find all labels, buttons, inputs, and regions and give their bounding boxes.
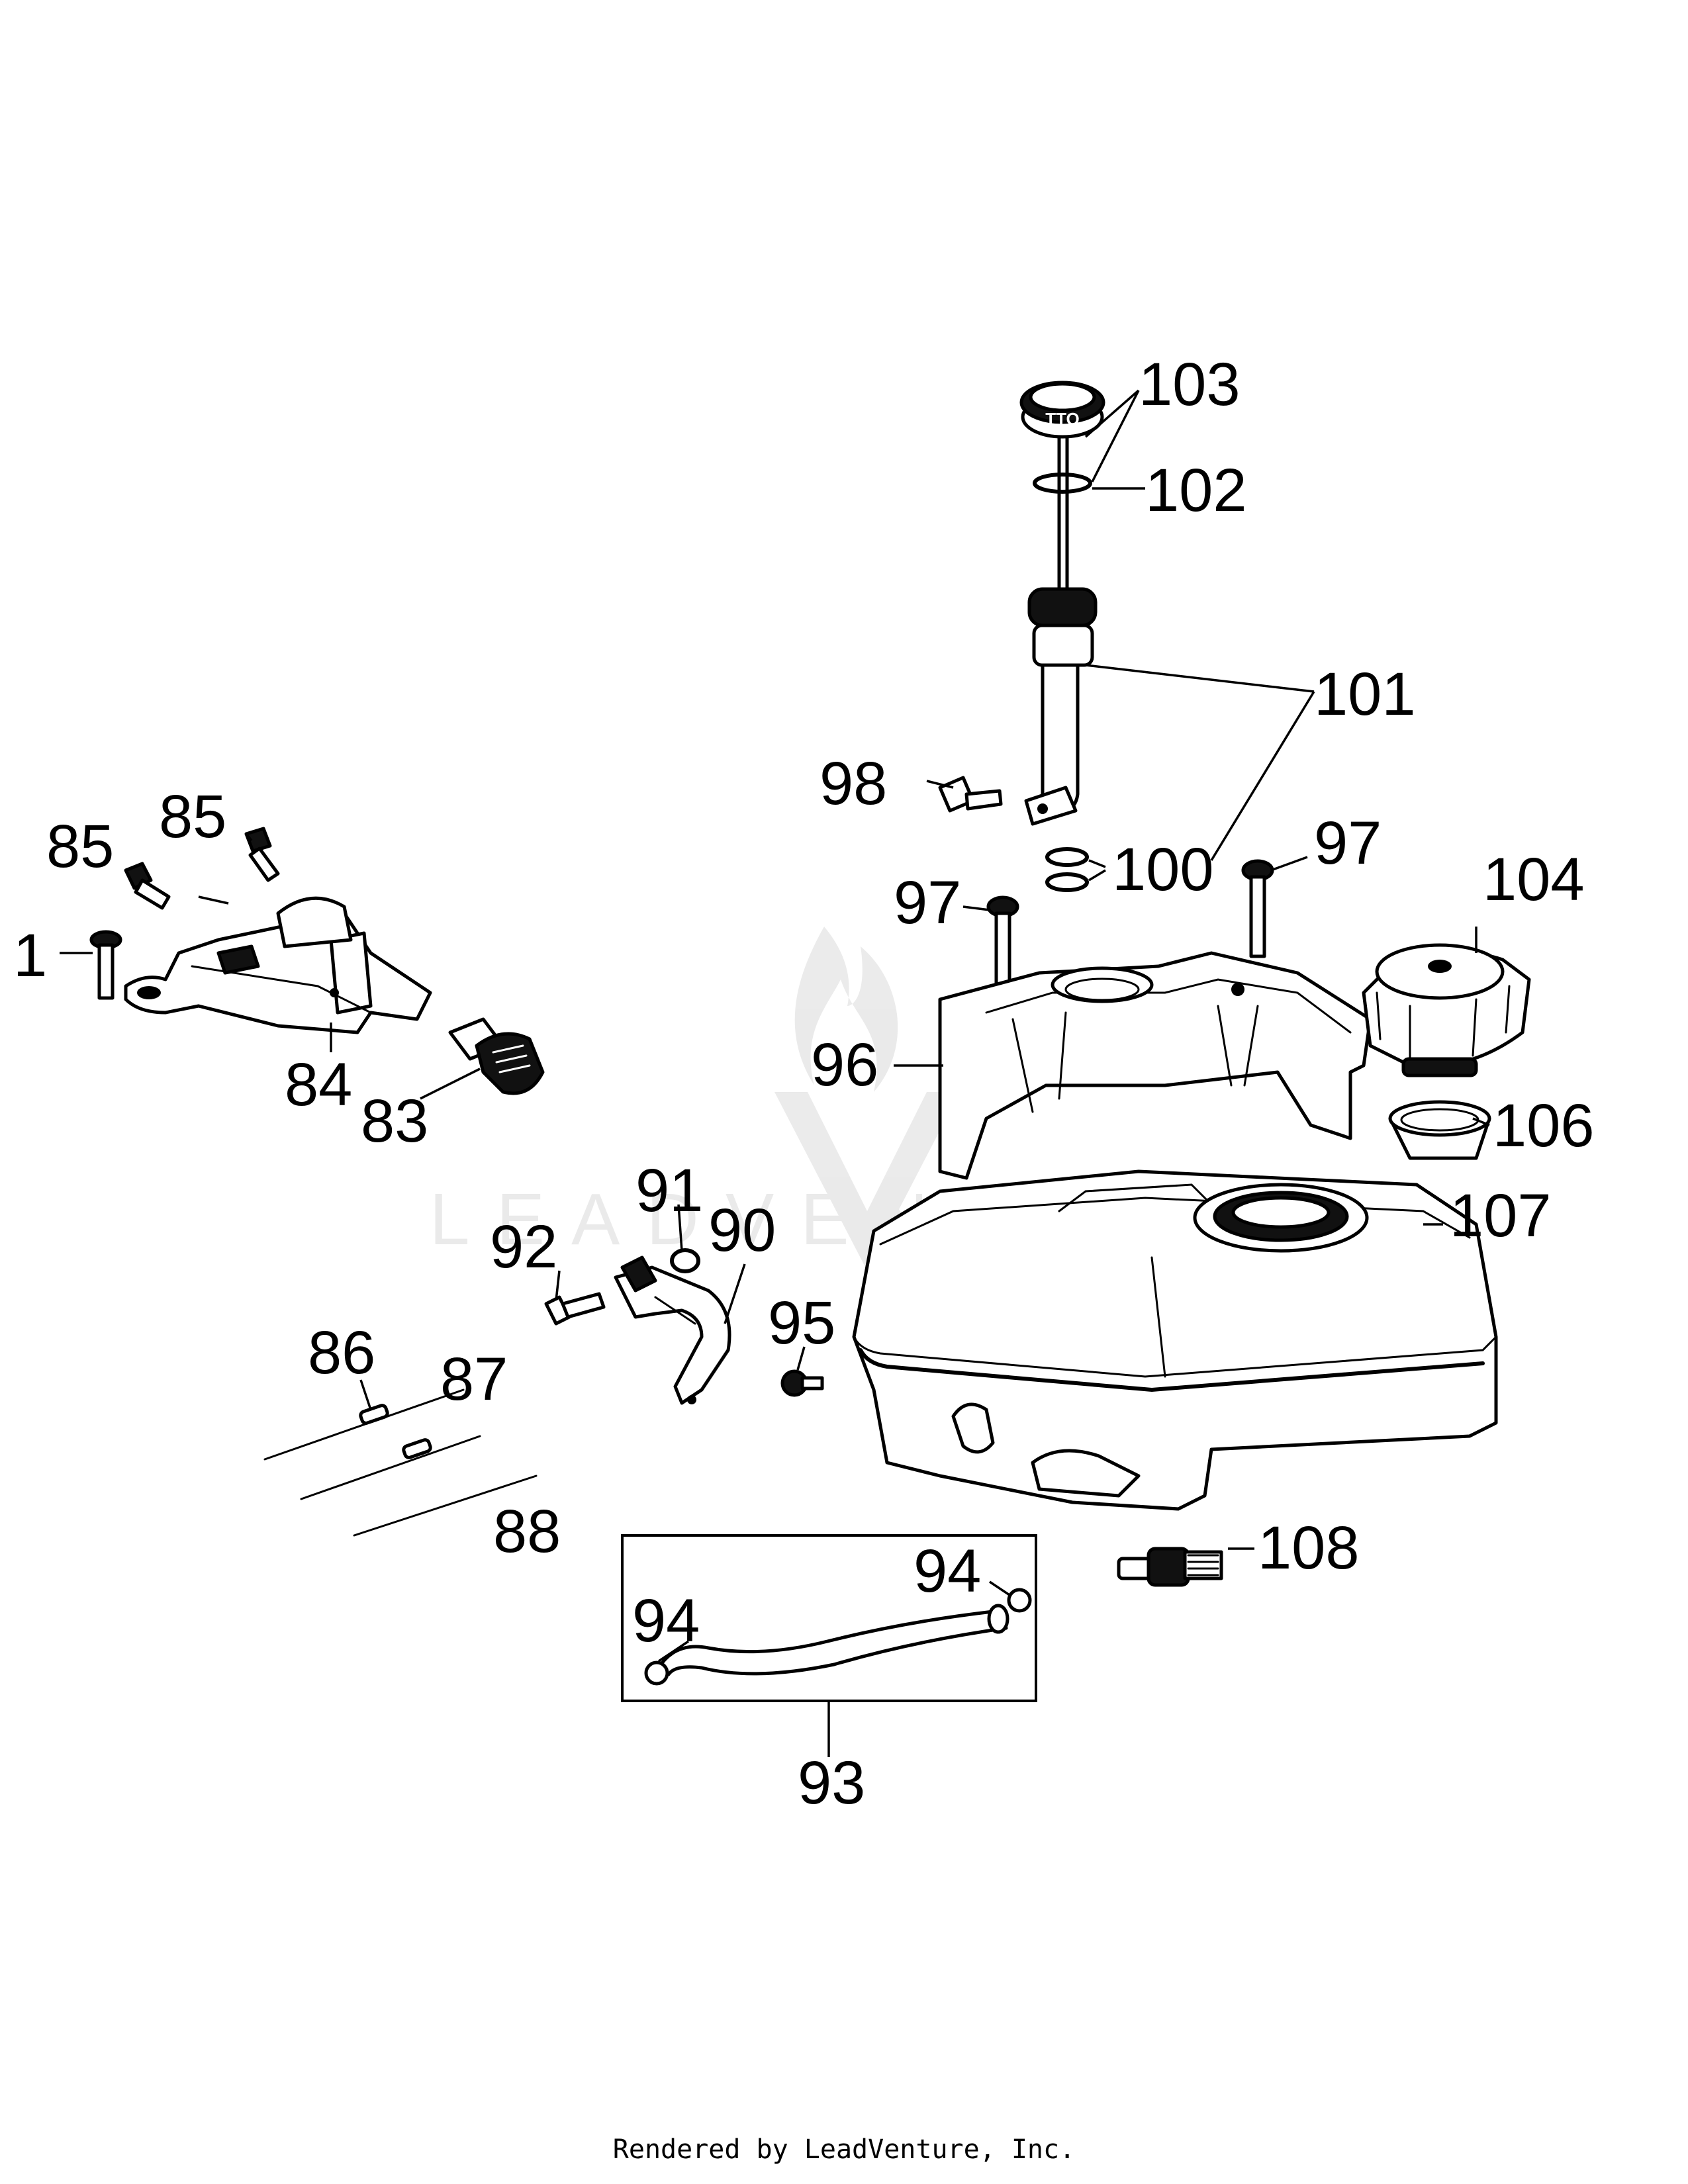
part-1-screw bbox=[89, 930, 122, 1000]
part-104-fuel-cap bbox=[1362, 943, 1531, 1077]
part-100-washers bbox=[1045, 847, 1089, 892]
label-107: 107 bbox=[1450, 1182, 1552, 1250]
part-83-switch bbox=[448, 1017, 545, 1095]
label-103: 103 bbox=[1139, 351, 1241, 418]
label-102: 102 bbox=[1145, 457, 1247, 524]
callout-labels: 103 102 101 98 100 97 97 104 96 106 107 … bbox=[13, 351, 1595, 1817]
label-91: 91 bbox=[635, 1157, 703, 1224]
label-97-left: 97 bbox=[894, 869, 961, 936]
label-95: 95 bbox=[768, 1289, 835, 1357]
part-102-o-ring bbox=[1033, 473, 1092, 494]
part-87-spring-rod bbox=[300, 1435, 481, 1500]
label-88: 88 bbox=[493, 1498, 561, 1565]
part-106-strainer bbox=[1388, 1100, 1491, 1160]
part-101-oil-fill-tube bbox=[1024, 587, 1098, 826]
label-93: 93 bbox=[798, 1749, 865, 1817]
part-98-bolt bbox=[938, 776, 1003, 813]
part-96-tank-shroud bbox=[938, 951, 1372, 1180]
label-92: 92 bbox=[490, 1213, 557, 1281]
label-97-right: 97 bbox=[1314, 809, 1382, 877]
label-96: 96 bbox=[811, 1031, 878, 1099]
part-108-fuel-fitting bbox=[1117, 1547, 1223, 1587]
label-85-right: 85 bbox=[159, 783, 226, 850]
part-88-rod bbox=[353, 1475, 538, 1537]
label-98: 98 bbox=[820, 750, 887, 817]
part-103-oil-cap: TTO bbox=[1019, 381, 1105, 439]
part-97-bolt-left bbox=[986, 895, 1019, 988]
label-86: 86 bbox=[308, 1319, 375, 1387]
part-91-nut bbox=[670, 1248, 700, 1273]
label-108: 108 bbox=[1258, 1514, 1360, 1582]
label-100: 100 bbox=[1112, 836, 1214, 903]
label-83: 83 bbox=[361, 1087, 428, 1155]
label-101: 101 bbox=[1314, 660, 1416, 728]
part-92-bolt bbox=[544, 1292, 606, 1326]
part-86-spring-rod bbox=[263, 1388, 465, 1461]
part-84-control-bracket bbox=[124, 896, 432, 1034]
label-106: 106 bbox=[1493, 1092, 1595, 1160]
footer-credit: Rendered by LeadVenture, Inc. bbox=[612, 2134, 1076, 2165]
part-94-clamp-right bbox=[1007, 1588, 1032, 1613]
svg-text:TTO: TTO bbox=[1045, 409, 1080, 429]
part-95-screw bbox=[780, 1369, 824, 1397]
part-107-fuel-tank bbox=[852, 1169, 1498, 1511]
label-90: 90 bbox=[708, 1197, 776, 1264]
label-94-left: 94 bbox=[632, 1587, 700, 1655]
label-104: 104 bbox=[1483, 846, 1585, 913]
label-87: 87 bbox=[440, 1345, 508, 1413]
part-97-bolt-right bbox=[1241, 859, 1274, 958]
label-1: 1 bbox=[13, 922, 47, 989]
dipstick-rod bbox=[1057, 435, 1069, 598]
part-85-screw-left bbox=[124, 862, 171, 910]
label-84: 84 bbox=[285, 1051, 352, 1118]
part-94-clamp-left bbox=[644, 1661, 669, 1686]
part-85-screw-right bbox=[244, 827, 280, 882]
label-85-left: 85 bbox=[46, 813, 114, 880]
part-90-governor-lever bbox=[614, 1255, 731, 1405]
label-94-right: 94 bbox=[914, 1537, 981, 1605]
leader-lines bbox=[60, 389, 1490, 1757]
